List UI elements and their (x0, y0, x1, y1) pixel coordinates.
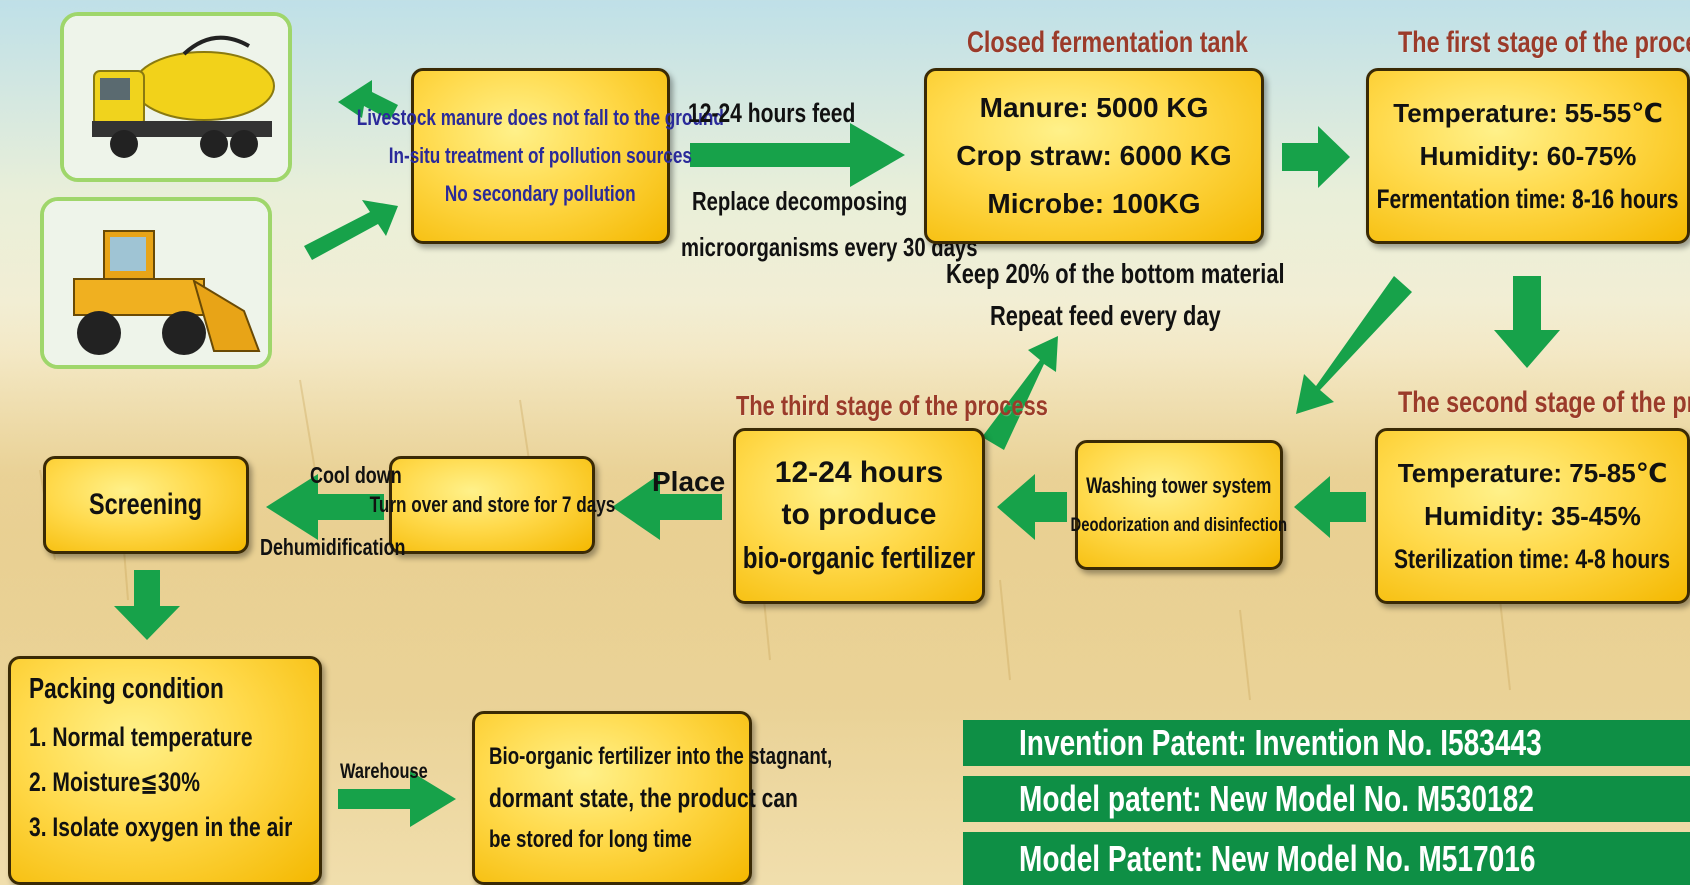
screening-box: Screening (43, 456, 249, 554)
packing-item-3: 3. Isolate oxygen in the air (29, 812, 293, 842)
wheel-loader-photo (40, 197, 272, 369)
source-line-2: In-situ treatment of pollution sources (388, 143, 693, 168)
arrow-warehouse (338, 771, 456, 827)
tank-note-2: Repeat feed every day (990, 300, 1221, 331)
turnover-text: Turn over and store for 7 days (369, 492, 615, 517)
stage1-line-1: Temperature: 55-55℃ (1393, 97, 1663, 128)
washing-tower-box: Washing tower system Deodorization and d… (1071, 440, 1287, 570)
source-box: Livestock manure does not fall to the gr… (357, 68, 724, 244)
stage2-title: The second stage of the process (1398, 386, 1690, 419)
stage2-line-2: Humidity: 35-45% (1424, 500, 1641, 531)
replace-note-1: Replace decomposing (692, 186, 908, 216)
tank-line-3: Microbe: 100KG (987, 188, 1201, 219)
washing-line-2: Deodorization and disinfection (1070, 515, 1288, 536)
tank-line-1: Manure: 5000 KG (979, 92, 1209, 123)
arrow-tank-to-stage1 (1282, 126, 1350, 188)
arrow-stage2-to-washing (1294, 476, 1366, 538)
product-line-1: Bio-organic fertilizer into the stagnant… (489, 742, 833, 770)
place-label: Place (652, 466, 726, 497)
arrow-truck-to-source (338, 80, 398, 120)
tank-title: Closed fermentation tank (967, 26, 1248, 59)
patent-invention: Invention Patent: Invention No. I583443 (963, 720, 1690, 766)
tank-line-2: Crop straw: 6000 KG (956, 140, 1232, 171)
arrow-stage3-to-tank (982, 336, 1058, 450)
turnover-box: Turn over and store for 7 days (369, 456, 615, 554)
tanker-truck-icon (64, 16, 288, 178)
product-line-3: be stored for long time (489, 825, 692, 853)
arrow-stage1-to-stage2 (1494, 276, 1560, 368)
stage2-box: Temperature: 75-85℃ Humidity: 35-45% Ste… (1375, 428, 1690, 604)
wheel-loader-icon (44, 201, 268, 365)
stage3-title: The third stage of the process (736, 390, 1048, 421)
arrow-stage1-to-washing (1296, 276, 1412, 414)
packing-title: Packing condition (29, 673, 224, 705)
packing-item-1: 1. Normal temperature (29, 722, 253, 752)
warehouse-label: Warehouse (340, 760, 428, 783)
arrow-cool (266, 474, 384, 540)
tanker-truck-photo (60, 12, 292, 182)
arrow-screening-down (114, 570, 180, 640)
dehumidification-label: Dehumidification (260, 534, 406, 560)
arrow-loader-to-source (304, 200, 398, 260)
stage2-line-1: Temperature: 75-85℃ (1397, 457, 1668, 488)
screening-text: Screening (89, 488, 203, 521)
packing-box: Packing condition 1. Normal temperature … (8, 656, 322, 885)
stage2-line-3: Sterilization time: 4-8 hours (1394, 543, 1671, 574)
patent-model-2: Model Patent: New Model No. M517016 (963, 832, 1690, 885)
patent-model-1: Model patent: New Model No. M530182 (963, 776, 1690, 822)
product-box: Bio-organic fertilizer into the stagnant… (472, 711, 832, 885)
arrow-feed (690, 123, 905, 187)
stage3-line-3: bio-organic fertilizer (742, 540, 976, 575)
stage1-line-2: Humidity: 60-75% (1419, 140, 1637, 171)
cool-down-label: Cool down (310, 462, 402, 488)
fermentation-tank-box: Manure: 5000 KG Crop straw: 6000 KG Micr… (924, 68, 1264, 244)
product-line-2: dormant state, the product can (489, 782, 798, 813)
arrow-washing-to-stage3 (997, 474, 1067, 540)
tank-note-1: Keep 20% of the bottom material (946, 258, 1285, 289)
source-line-3: No secondary pollution (445, 181, 636, 206)
source-line-1: Livestock manure does not fall to the gr… (356, 105, 725, 130)
washing-line-1: Washing tower system (1086, 473, 1272, 498)
stage3-line-2: to produce (781, 498, 937, 531)
stage1-title: The first stage of the process (1398, 26, 1690, 59)
stage1-line-3: Fermentation time: 8-16 hours (1377, 183, 1679, 214)
arrow-place (612, 474, 722, 540)
packing-item-2: 2. Moisture≦30% (29, 767, 200, 797)
stage3-box: 12-24 hours to produce bio-organic ferti… (733, 428, 985, 604)
stage3-line-1: 12-24 hours (774, 456, 944, 489)
feed-label: 12-24 hours feed (688, 98, 856, 128)
stage1-box: Temperature: 55-55℃ Humidity: 60-75% Fer… (1366, 68, 1690, 244)
